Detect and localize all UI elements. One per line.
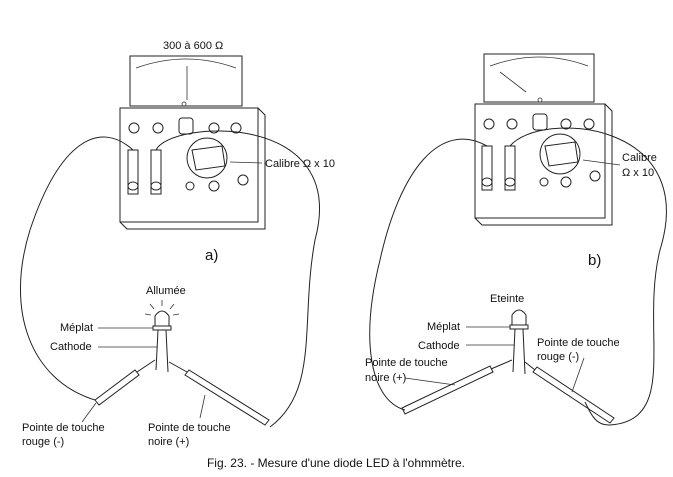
meter-scale-b	[489, 56, 589, 67]
probe-b-right-pointer	[571, 357, 585, 393]
figure-caption: Fig. 23. - Mesure d'une diode LED à l'oh…	[207, 456, 465, 470]
probe-b-left-label-1: Pointe de touche	[365, 357, 448, 369]
probe-b-left-label-2: noire (+)	[365, 372, 406, 384]
adjust-knob-a	[178, 117, 194, 135]
probe-b-left	[401, 359, 513, 415]
led-b: Eteinte Méplat Cathode	[418, 293, 529, 375]
jack-b-4	[583, 118, 595, 130]
plug-b-2-base	[504, 177, 516, 187]
probe-a-right-label-2: noire (+)	[148, 436, 189, 448]
probe-b-right-label-2: rouge (-)	[537, 351, 579, 363]
meter-display-a	[129, 55, 243, 107]
plug-a-2	[150, 149, 162, 195]
led-cathode-leg-b	[512, 328, 516, 373]
calibre-label-b-2: Ω x 10	[622, 167, 654, 179]
plug-b-1	[481, 145, 493, 191]
led-state-b: Eteinte	[490, 293, 524, 305]
ohmmeter-a: 300 à 600 Ω Calibre Ω x 10 a)	[119, 40, 335, 264]
probe-a-left-pointer	[81, 402, 97, 423]
jack-a-1	[128, 122, 140, 134]
meplat-label-b: Méplat	[427, 321, 460, 333]
cathode-label-b: Cathode	[418, 340, 460, 352]
probe-b-left-handle	[401, 365, 494, 415]
selector-dial-b	[539, 133, 581, 175]
probe-b-right	[524, 357, 615, 424]
led-a: Allumée Méplat Cathode	[50, 285, 186, 373]
jack-b-6	[589, 170, 601, 182]
probe-b-left-tip	[490, 359, 513, 370]
probe-a-left-label-2: rouge (-)	[22, 436, 64, 448]
probe-b-right-tip	[524, 361, 536, 371]
jack-b-7	[539, 177, 549, 187]
plug-a-2-base	[150, 181, 162, 191]
led-anode-leg-a	[165, 329, 169, 373]
calibre-label-b-1: Calibre	[622, 152, 657, 164]
probe-a-right	[168, 361, 270, 426]
selector-dial-a	[186, 137, 228, 179]
probe-b-right-label-1: Pointe de touche	[537, 337, 620, 349]
panel-letter-a: a)	[205, 247, 218, 264]
plug-a-1-base	[127, 181, 139, 191]
wire-a-black	[155, 130, 320, 428]
jack-b-1	[483, 118, 495, 130]
meter-body-b	[474, 103, 606, 219]
meter-zero-screw-b	[537, 97, 543, 103]
jack-a-5	[208, 180, 220, 192]
plug-a-1	[127, 149, 139, 195]
probe-a-right-pointer	[199, 394, 206, 419]
led-rim-a	[152, 325, 172, 331]
panel-letter-b: b)	[588, 252, 601, 269]
wire-a-red	[19, 136, 134, 401]
wire-b-red	[509, 127, 667, 426]
selector-knob-b	[544, 141, 579, 167]
jack-a-6	[237, 174, 249, 186]
plug-b-2	[504, 145, 516, 191]
calibre-label-a: Calibre Ω x 10	[265, 158, 335, 170]
probe-a-left-handle	[94, 369, 140, 406]
adjust-knob-b	[532, 113, 548, 131]
jack-a-3	[208, 122, 220, 134]
led-body-b	[511, 309, 527, 326]
led-cathode-leg-a	[155, 329, 159, 371]
calibre-pointer-a	[229, 161, 263, 164]
probe-b-right-handle	[532, 366, 615, 424]
ohmmeter-b: Calibre Ω x 10 b)	[474, 53, 657, 269]
jack-a-2	[152, 122, 164, 134]
probe-a-left	[81, 359, 156, 423]
meter-body-side-b	[474, 103, 613, 226]
jack-a-4	[230, 122, 242, 134]
probe-b-left-pointer	[404, 377, 456, 386]
range-label-a: 300 à 600 Ω	[163, 40, 223, 52]
led-anode-leg-b	[522, 328, 526, 375]
jack-b-5	[560, 176, 572, 188]
jack-b-2	[506, 118, 518, 130]
wire-b-black	[369, 138, 488, 411]
jack-b-3	[560, 118, 572, 130]
led-rim-b	[509, 324, 529, 330]
meter-display-b	[483, 53, 595, 103]
meter-body-a	[119, 107, 259, 223]
probe-a-right-tip	[168, 361, 188, 373]
meter-body-side-a	[119, 107, 266, 230]
jack-a-7	[185, 181, 195, 191]
probe-a-right-handle	[184, 369, 270, 426]
meter-scale-a	[135, 58, 237, 69]
probe-a-right-label-1: Pointe de touche	[148, 422, 231, 434]
led-glow-rays-a	[144, 300, 180, 316]
selector-knob-a	[191, 145, 226, 171]
meplat-label-a: Méplat	[60, 322, 93, 334]
probe-a-left-label-1: Pointe de touche	[22, 422, 105, 434]
led-state-a: Allumée	[146, 285, 186, 297]
meter-needle-b	[499, 71, 527, 93]
plug-b-1-base	[481, 177, 493, 187]
calibre-pointer-b	[582, 159, 621, 166]
cathode-label-a: Cathode	[50, 341, 92, 353]
led-body-a	[154, 310, 170, 327]
meter-zero-screw-a	[181, 101, 187, 107]
probe-a-left-tip	[136, 359, 156, 373]
